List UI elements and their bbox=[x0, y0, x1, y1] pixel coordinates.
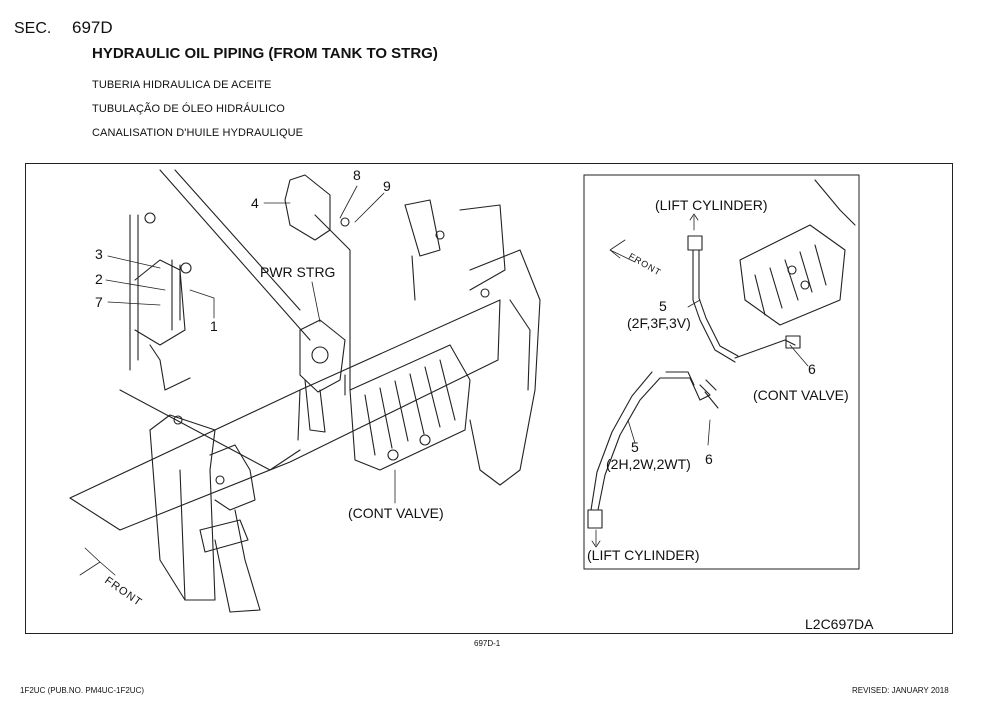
publication-number: 1F2UC (PUB.NO. PM4UC-1F2UC) bbox=[20, 686, 145, 695]
callout-4: 4 bbox=[251, 195, 259, 211]
callout-2: 2 bbox=[95, 271, 103, 287]
section-code: 697D bbox=[72, 18, 113, 37]
inset-leaders bbox=[591, 213, 809, 548]
truck-frame-drawing bbox=[69, 169, 541, 613]
inset-label-cont-valve: (CONT VALVE) bbox=[753, 387, 849, 403]
inset-frame bbox=[583, 174, 860, 570]
inset-callout-5-upper: 5 bbox=[659, 298, 667, 314]
inset-callout-6-lower: 6 bbox=[705, 451, 713, 467]
inset-variants-lower: (2H,2W,2WT) bbox=[606, 456, 691, 472]
callout-7: 7 bbox=[95, 294, 103, 310]
diagram-frame bbox=[25, 163, 953, 634]
inset-drawing bbox=[587, 179, 856, 529]
subtitle-spanish: TUBERIA HIDRAULICA DE ACEITE bbox=[92, 79, 272, 91]
inset-front-label: FRONT bbox=[627, 251, 663, 278]
label-cont-valve: (CONT VALVE) bbox=[348, 505, 444, 521]
section-label: SEC. bbox=[14, 20, 52, 37]
inset-label-lift-cylinder-bottom: (LIFT CYLINDER) bbox=[587, 547, 700, 563]
inset-callout-6-upper: 6 bbox=[808, 361, 816, 377]
revision-date: REVISED: JANUARY 2018 bbox=[852, 686, 949, 695]
drawing-code: L2C697DA bbox=[805, 616, 874, 632]
subtitle-french: CANALISATION D'HUILE HYDRAULIQUE bbox=[92, 127, 304, 139]
inset-variants-upper: (2F,3F,3V) bbox=[627, 315, 691, 331]
page-title: HYDRAULIC OIL PIPING (FROM TANK TO STRG) bbox=[92, 45, 438, 62]
subtitle-portuguese: TUBULAÇÃO DE ÓLEO HIDRÁULICO bbox=[92, 103, 285, 115]
label-pwr-strg: PWR STRG bbox=[260, 264, 335, 280]
inset-label-lift-cylinder-top: (LIFT CYLINDER) bbox=[655, 197, 768, 213]
callout-9: 9 bbox=[383, 178, 391, 194]
inset-callout-5-lower: 5 bbox=[631, 439, 639, 455]
callout-8: 8 bbox=[353, 167, 361, 183]
front-label: FRONT bbox=[102, 575, 144, 609]
callout-3: 3 bbox=[95, 246, 103, 262]
page-number: 697D-1 bbox=[474, 639, 501, 648]
callout-leaders bbox=[79, 185, 396, 576]
callout-1: 1 bbox=[210, 318, 218, 334]
